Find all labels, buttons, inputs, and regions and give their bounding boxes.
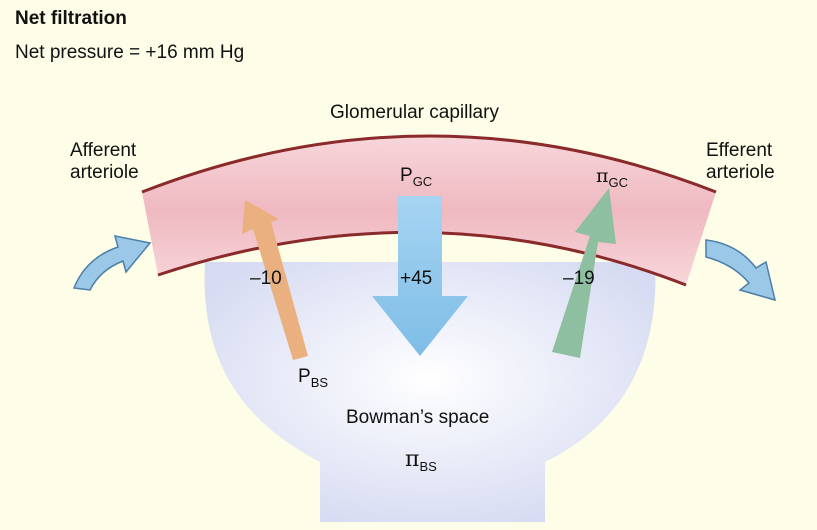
bowmans-space-label: Bowman’s space [346,407,490,428]
pgc-value: +45 [400,268,433,289]
pigc-value: –19 [563,268,595,289]
pbs-value: –10 [250,268,282,289]
pigc-arrow [552,188,616,358]
pigc-label: πGC [596,165,629,190]
efferent-arteriole-label: Efferent arteriole [706,140,775,183]
pgc-symbol: P [400,165,413,186]
pibs-symbol: π [405,447,420,472]
pbs-arrow [242,200,308,360]
pbs-subscript: BS [310,375,329,390]
pibs-subscript: BS [419,459,437,474]
glomerular-capillary-label: Glomerular capillary [330,102,499,123]
bowmans-capsule [204,262,656,522]
pgc-arrow [372,196,468,356]
pgc-label: PGC [400,165,433,189]
diagram-title: Net filtration [15,8,127,29]
efferent-flow-arrow [705,239,777,302]
pigc-subscript: GC [608,175,629,190]
afferent-flow-arrow [72,235,152,291]
pbs-symbol: P [298,366,311,387]
pbs-label: PBS [298,366,329,390]
pigc-symbol: π [596,165,609,187]
pgc-subscript: GC [412,174,433,189]
net-pressure-subtitle: Net pressure = +16 mm Hg [15,42,245,63]
pibs-label: πBS [405,447,437,475]
afferent-arteriole-label: Afferent arteriole [70,140,139,183]
capillary-upper-wall [141,134,717,194]
